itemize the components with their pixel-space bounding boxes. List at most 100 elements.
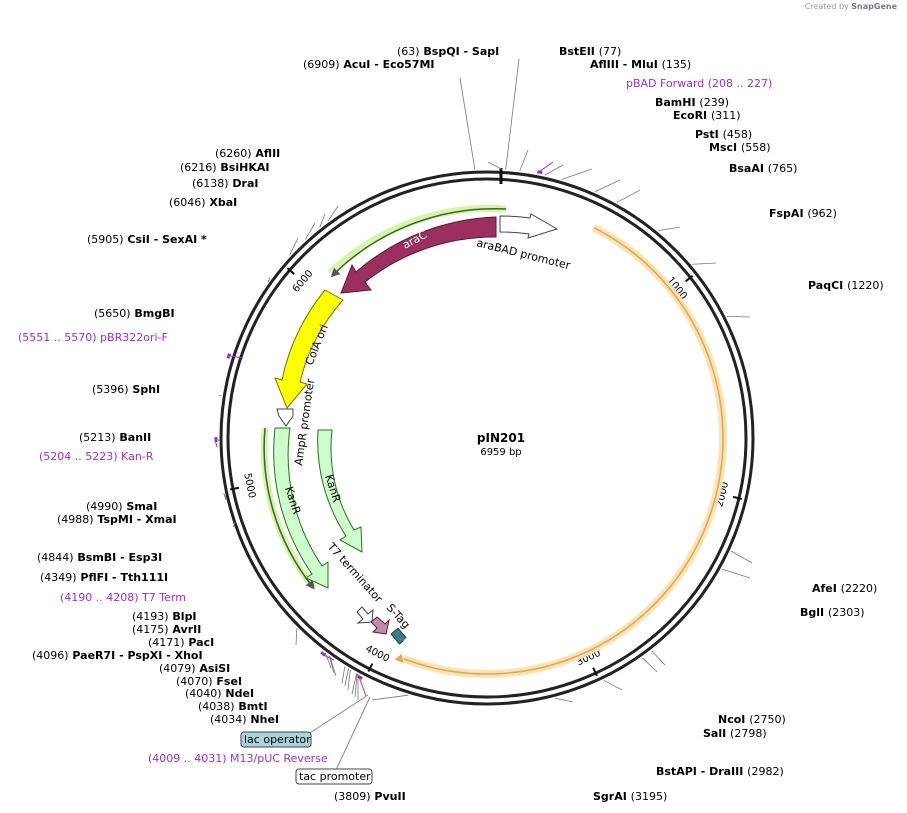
site-label[interactable]: (4175) AvrII [132, 623, 201, 636]
lac-operator-label: lac operator [244, 733, 311, 746]
site-label[interactable]: (4193) BlpI [132, 610, 197, 623]
site-leader [726, 315, 751, 318]
site-leader [295, 628, 298, 646]
primer-label[interactable]: (5551 .. 5570) pBR322ori-F [18, 331, 168, 344]
site-leader [561, 168, 593, 180]
feature-arabad-promoter[interactable] [499, 213, 559, 239]
feature-s-tag[interactable] [370, 616, 390, 635]
site-label[interactable]: (6046) XbaI [169, 196, 237, 209]
snapgene-credit: Created by SnapGene [805, 2, 897, 11]
feature-his-tag[interactable] [390, 627, 408, 645]
feature-arac[interactable] [340, 216, 497, 294]
site-label[interactable]: (5396) SphI [92, 383, 160, 396]
site-label[interactable]: SgrAI (3195) [593, 790, 667, 803]
site-label[interactable]: (4844) BsmBI - Esp3I [37, 551, 162, 564]
site-leader [658, 226, 681, 232]
orf-line[interactable] [403, 226, 724, 675]
site-label[interactable]: (6909) AcuI - Eco57MI [303, 58, 435, 71]
site-label[interactable]: NcoI (2750) [718, 713, 786, 726]
site-label[interactable]: (4096) PaeR7I - PspXI - XhoI [32, 649, 203, 662]
primer-label[interactable]: (4009 .. 4031) M13/pUC Reverse [148, 752, 328, 765]
site-leader [327, 205, 339, 222]
primer-label[interactable]: (5204 .. 5223) Kan-R [39, 450, 154, 463]
plasmid-name: pIN201 [477, 431, 525, 445]
feature-label-t7-terminator: T7 terminator [324, 540, 385, 606]
site-label[interactable]: FspAI (962) [769, 207, 837, 220]
site-label[interactable]: (6260) AflII [215, 147, 280, 160]
site-label[interactable]: (4171) PacI [148, 636, 214, 649]
site-leader [487, 161, 503, 170]
site-label[interactable]: (6138) DraI [192, 177, 258, 190]
site-label[interactable]: (4990) SmaI [86, 500, 157, 513]
feature-kanr-2[interactable] [317, 429, 363, 553]
site-leader [347, 669, 351, 691]
site-label[interactable]: (3809) PvuII [334, 790, 406, 803]
primer-mark [537, 170, 543, 175]
site-label[interactable]: PaqCI (1220) [808, 279, 884, 292]
site-label[interactable]: AflIII - MluI (135) [590, 58, 691, 71]
site-label[interactable]: BamHI (239) [655, 96, 729, 109]
feature-kanr-1[interactable] [273, 427, 329, 589]
site-label[interactable]: (4079) AsiSI [159, 662, 230, 675]
site-label[interactable]: PstI (458) [695, 128, 752, 141]
site-leader [354, 673, 358, 698]
kanr-outline-arrow [263, 427, 315, 590]
site-label[interactable]: (4349) PflFI - Tth111I [40, 571, 168, 584]
site-leader [371, 694, 409, 701]
site-leader [519, 149, 529, 172]
orf-arrowhead [394, 653, 404, 663]
site-leader [341, 666, 346, 684]
site-label[interactable]: (4038) BmtI [198, 700, 268, 713]
site-label[interactable]: BstAPI - DraIII (2982) [656, 765, 784, 778]
primer-leader [358, 678, 367, 697]
site-label[interactable]: (6216) BsiHKAI [180, 161, 269, 174]
site-leader [692, 262, 717, 265]
site-leader [459, 77, 476, 170]
primer-label[interactable]: pBAD Forward (208 .. 227) [626, 77, 772, 90]
site-leader [351, 673, 357, 695]
tick-mark [685, 274, 694, 283]
site-label[interactable]: (5650) BmgBI [94, 307, 175, 320]
site-label[interactable]: (4988) TspMI - XmaI [57, 513, 177, 526]
plasmid-size: 6959 bp [480, 447, 521, 458]
lac-operator-leader [309, 694, 369, 734]
feature-cola-ori[interactable] [274, 289, 344, 409]
backbone-inner-ring [226, 177, 748, 699]
lac-operator-box[interactable] [240, 731, 312, 748]
site-label[interactable]: EcoRI (311) [673, 109, 741, 122]
tick-mark [367, 663, 374, 673]
site-leader [289, 237, 299, 256]
site-leader [594, 179, 621, 193]
site-label[interactable]: BsaAI (765) [729, 162, 797, 175]
site-label[interactable]: (4034) NheI [210, 713, 279, 726]
site-label[interactable]: BglI (2303) [800, 606, 865, 619]
site-label[interactable]: MscI (558) [709, 141, 771, 154]
site-leader [223, 493, 227, 499]
primer-leader [539, 161, 554, 172]
site-label[interactable]: (5213) BanII [79, 431, 151, 444]
primer-label[interactable]: (4190 .. 4208) T7 Term [60, 591, 186, 604]
site-leader [721, 568, 751, 579]
site-label[interactable]: BstEII (77) [559, 45, 621, 58]
snapgene-logo-text: SnapGene [851, 2, 897, 11]
feature-ampr-promoter[interactable] [276, 408, 294, 427]
site-leader [730, 550, 753, 564]
feature-t7-terminator[interactable] [356, 606, 374, 624]
site-label[interactable]: (4040) NdeI [185, 687, 254, 700]
tick-label: 6000 [291, 268, 316, 295]
site-leader [325, 652, 332, 669]
site-label[interactable]: (5905) CsiI - SexAI * [87, 233, 207, 246]
site-leader [344, 668, 349, 687]
tac-promoter-label: tac promoter [299, 770, 371, 783]
site-label[interactable]: SalI (2798) [703, 727, 767, 740]
site-leader [319, 213, 326, 228]
site-label[interactable]: (4070) FseI [176, 675, 242, 688]
site-leader [603, 679, 623, 691]
restriction-sites: (63) BspQI - SapI(6909) AcuI - Eco57MI Bs… [18, 45, 884, 803]
boxed-features: lac operator tac promoter [240, 694, 373, 785]
site-label[interactable]: AfeI (2220) [812, 582, 877, 595]
site-leader [217, 439, 220, 442]
site-label[interactable]: (63) BspQI - SapI [397, 45, 499, 58]
tac-promoter-box[interactable] [295, 768, 373, 785]
